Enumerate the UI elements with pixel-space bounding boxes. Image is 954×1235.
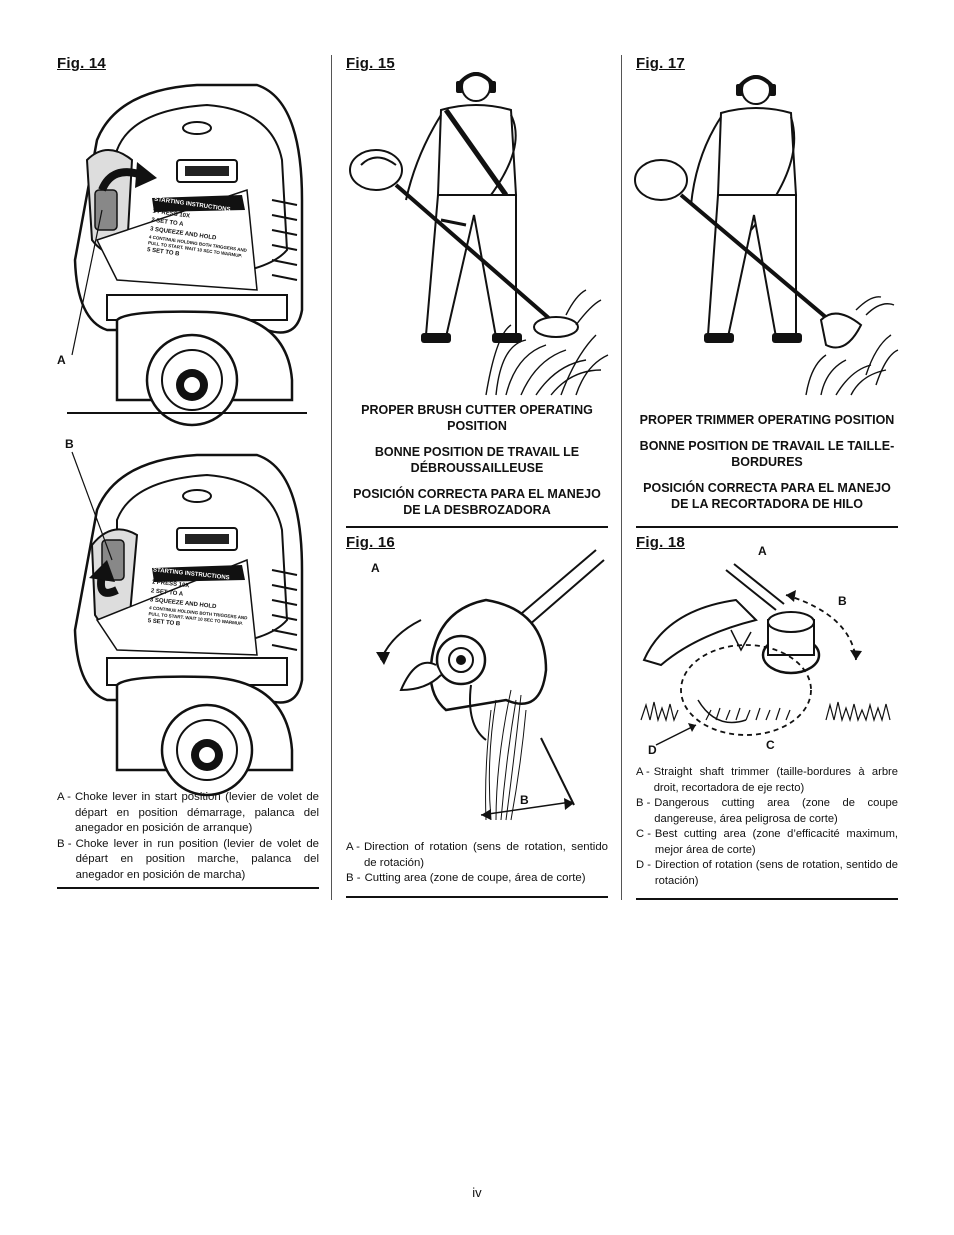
fig-16-callout-a: A bbox=[371, 561, 380, 575]
fig-18-callout-b: B bbox=[838, 594, 847, 608]
caption-spanish: POSICIÓN CORRECTA PARA EL MANEJO DE LA R… bbox=[643, 481, 891, 511]
fig-15-bottom-rule bbox=[346, 526, 608, 528]
fig-16-bottom-rule bbox=[346, 896, 608, 898]
caption-english: PROPER TRIMMER OPERATING POSITION bbox=[639, 413, 895, 427]
fig-18-callout-a: A bbox=[758, 544, 767, 558]
fig-17-caption: PROPER TRIMMER OPERATING POSITION BONNE … bbox=[636, 412, 898, 522]
fig-14-callout-b: B bbox=[65, 437, 74, 451]
caption-english: PROPER BRUSH CUTTER OPERATING POSITION bbox=[361, 403, 593, 433]
brush-cutter-operator-illustration bbox=[349, 72, 609, 396]
engine-illustration-start bbox=[71, 83, 304, 427]
fig-18-title: Fig. 18 bbox=[636, 534, 685, 551]
legend-item-d: D -Direction of rotation (sens de rotati… bbox=[636, 859, 898, 887]
fig-18-bottom-rule bbox=[636, 898, 898, 900]
legend-item-c: C -Best cutting area (zone d’efficacité … bbox=[636, 828, 898, 856]
legend-item-a: A -Straight shaft trimmer (taille-bordur… bbox=[636, 766, 898, 794]
fig-14-divider bbox=[67, 412, 307, 414]
fig-14-bottom-rule bbox=[57, 887, 319, 889]
fig-18-callout-d: D bbox=[648, 743, 657, 757]
legend-item-b: B -Choke lever in run position (levier d… bbox=[57, 837, 319, 881]
fig-17-bottom-rule bbox=[636, 526, 898, 528]
starting-instructions-panel-run: STARTING INSTRUCTIONS 1 PRESS 10X 2 SET … bbox=[147, 566, 263, 637]
caption-french: BONNE POSITION DE TRAVAIL LE TAILLE-BORD… bbox=[639, 439, 895, 469]
fig-16-title: Fig. 16 bbox=[346, 534, 395, 551]
fig-15-title: Fig. 15 bbox=[346, 55, 395, 72]
cutting-area-illustration bbox=[640, 563, 891, 746]
fig-18-callout-c: C bbox=[766, 738, 775, 752]
engine-illustration-run bbox=[71, 451, 304, 797]
column-divider-left bbox=[331, 55, 332, 900]
fig-18-legend: A -Straight shaft trimmer (taille-bordur… bbox=[636, 765, 898, 889]
fig-14-callout-a: A bbox=[57, 353, 66, 367]
fig-14-legend: A -Choke lever in start position (levier… bbox=[57, 790, 319, 883]
caption-french: BONNE POSITION DE TRAVAIL LE DÉBROUSSAIL… bbox=[374, 445, 580, 475]
fig-16-legend: A -Direction of rotation (sens de rotati… bbox=[346, 840, 608, 887]
cutting-head-rotation-illustration bbox=[376, 549, 605, 821]
legend-item-a: A -Direction of rotation (sens de rotati… bbox=[346, 841, 608, 869]
fig-16-callout-b: B bbox=[520, 793, 529, 807]
legend-item-b: B -Cutting area (zone de coupe, área de … bbox=[346, 872, 586, 884]
legend-item-b: B -Dangerous cutting area (zone de coupe… bbox=[636, 797, 898, 825]
fig-15-caption: PROPER BRUSH CUTTER OPERATING POSITION B… bbox=[346, 402, 608, 528]
page-number: iv bbox=[472, 1185, 482, 1200]
caption-spanish: POSICIÓN CORRECTA PARA EL MANEJO DE LA D… bbox=[353, 487, 601, 517]
fig-14-title: Fig. 14 bbox=[57, 55, 106, 72]
fig-17-title: Fig. 17 bbox=[636, 55, 685, 72]
trimmer-operator-illustration bbox=[634, 75, 899, 396]
column-divider-right bbox=[621, 55, 622, 900]
legend-item-a: A -Choke lever in start position (levier… bbox=[57, 791, 319, 834]
